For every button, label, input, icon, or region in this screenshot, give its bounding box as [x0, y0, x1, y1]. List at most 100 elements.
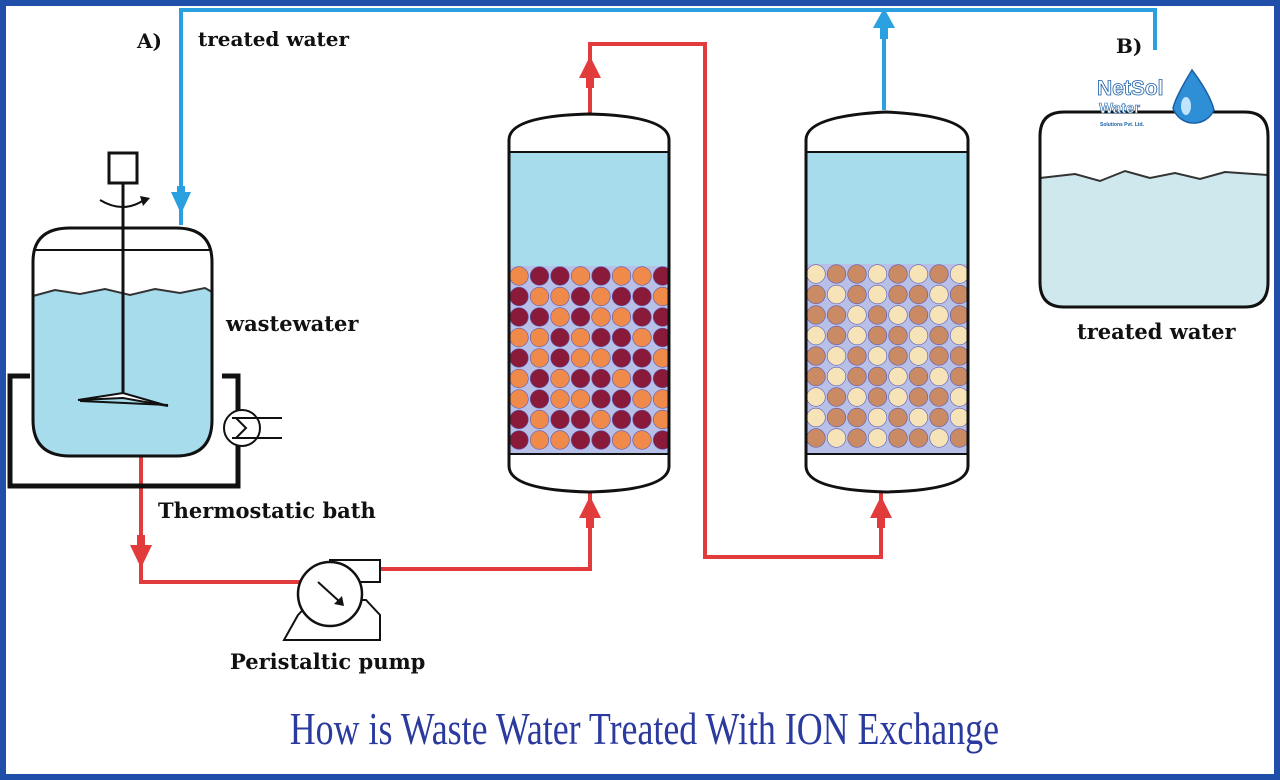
- resin-bead: [867, 428, 888, 448]
- resin-bead: [509, 348, 529, 368]
- resin-bead: [867, 264, 888, 284]
- column-two-outline: [804, 110, 970, 494]
- resin-bead: [550, 307, 570, 327]
- reactor-vessel: [31, 151, 214, 458]
- reactor-water-surface: [32, 286, 213, 297]
- resin-bead: [570, 307, 591, 327]
- resin-bead: [867, 305, 888, 325]
- water-drop-icon: [1172, 68, 1215, 124]
- resin-bead: [591, 430, 611, 450]
- resin-bead: [570, 409, 591, 430]
- stirrer-blade-line: [79, 400, 169, 406]
- resin-bead: [570, 327, 591, 348]
- resin-bead: [888, 264, 908, 284]
- resin-bead: [867, 387, 888, 407]
- resin-bead: [550, 348, 570, 368]
- resin-bead: [570, 266, 591, 286]
- resin-bead: [806, 264, 826, 284]
- resin-bead: [826, 284, 847, 305]
- resin-bead: [949, 346, 968, 366]
- resin-bead: [529, 286, 550, 307]
- resin-bead: [929, 264, 949, 284]
- resin-bead: [529, 266, 550, 286]
- resin-bead: [867, 346, 888, 366]
- resin-bead: [929, 428, 949, 448]
- resin-bead: [591, 286, 611, 307]
- heater-circle: [223, 409, 261, 447]
- resin-bead: [611, 368, 632, 389]
- resin-bead: [806, 407, 826, 428]
- resin-bead: [509, 286, 529, 307]
- resin-bead: [806, 305, 826, 325]
- resin-bead: [908, 366, 929, 387]
- resin-bead: [591, 327, 611, 348]
- column-one-resin-bed: [509, 266, 669, 450]
- resin-bead: [652, 327, 669, 348]
- thermostatic-bath-label: Thermostatic bath: [158, 498, 376, 523]
- drop-highlight: [1181, 97, 1191, 115]
- resin-bead: [611, 307, 632, 327]
- column-two-resin-bed: [806, 264, 968, 448]
- reactor-outline: [31, 226, 214, 458]
- resin-bead: [806, 366, 826, 387]
- resin-bead: [908, 428, 929, 448]
- pump-rotor-icon: [317, 581, 341, 603]
- pump-to-column-one-pipe: [380, 492, 592, 571]
- resin-bead: [652, 286, 669, 307]
- resin-bead: [550, 368, 570, 389]
- thermostatic-bath: [7, 373, 241, 489]
- reactor-to-pump-pipe: [139, 455, 300, 584]
- resin-bead: [632, 348, 652, 368]
- resin-bead: [847, 284, 867, 305]
- arrow-up-icon: [870, 496, 892, 518]
- ion-exchange-column-one: [507, 112, 671, 494]
- arrow-stem: [880, 27, 888, 39]
- arrow-stem: [586, 76, 594, 88]
- resin-bead: [888, 407, 908, 428]
- bath-outline: [7, 373, 241, 489]
- resin-bead: [570, 389, 591, 409]
- resin-bead: [949, 428, 968, 448]
- resin-bead: [632, 430, 652, 450]
- resin-bead: [908, 284, 929, 305]
- logo-tagline-text: Solutions Pvt. Ltd.: [1100, 122, 1144, 128]
- resin-bead: [908, 387, 929, 407]
- resin-bead: [826, 366, 847, 387]
- resin-bead: [949, 387, 968, 407]
- resin-bead: [632, 286, 652, 307]
- resin-bead: [509, 307, 529, 327]
- resin-bead: [529, 348, 550, 368]
- treated-water-arrows: [171, 8, 895, 214]
- resin-bead: [867, 325, 888, 346]
- resin-bead: [826, 407, 847, 428]
- resin-bead: [591, 389, 611, 409]
- resin-bead: [509, 409, 529, 430]
- wastewater-label: wastewater: [225, 311, 359, 336]
- resin-bead: [867, 407, 888, 428]
- resin-bead: [806, 325, 826, 346]
- stirrer-motor: [107, 151, 139, 185]
- resin-bead: [847, 325, 867, 346]
- resin-bead: [847, 428, 867, 448]
- arrow-up-icon: [873, 8, 895, 28]
- netsol-water-logo: NetSol Water Solutions Pvt. Ltd.: [1097, 68, 1215, 128]
- pump-rotor-arrowhead: [334, 596, 344, 606]
- marker-a-label: A): [136, 29, 162, 53]
- resin-bead: [652, 409, 669, 430]
- resin-bead: [888, 305, 908, 325]
- rotation-arrow-icon: [99, 199, 145, 208]
- resin-bead: [632, 307, 652, 327]
- resin-bead: [632, 327, 652, 348]
- resin-bead: [949, 366, 968, 387]
- resin-bead: [949, 325, 968, 346]
- resin-bead: [806, 387, 826, 407]
- resin-bead: [570, 430, 591, 450]
- resin-bead: [826, 428, 847, 448]
- arrow-down-icon: [171, 192, 191, 214]
- resin-bead: [806, 428, 826, 448]
- resin-bead: [550, 286, 570, 307]
- ion-exchange-column-two: [804, 110, 970, 494]
- column-one-outline: [507, 112, 671, 494]
- resin-bead: [847, 264, 867, 284]
- resin-bead: [888, 428, 908, 448]
